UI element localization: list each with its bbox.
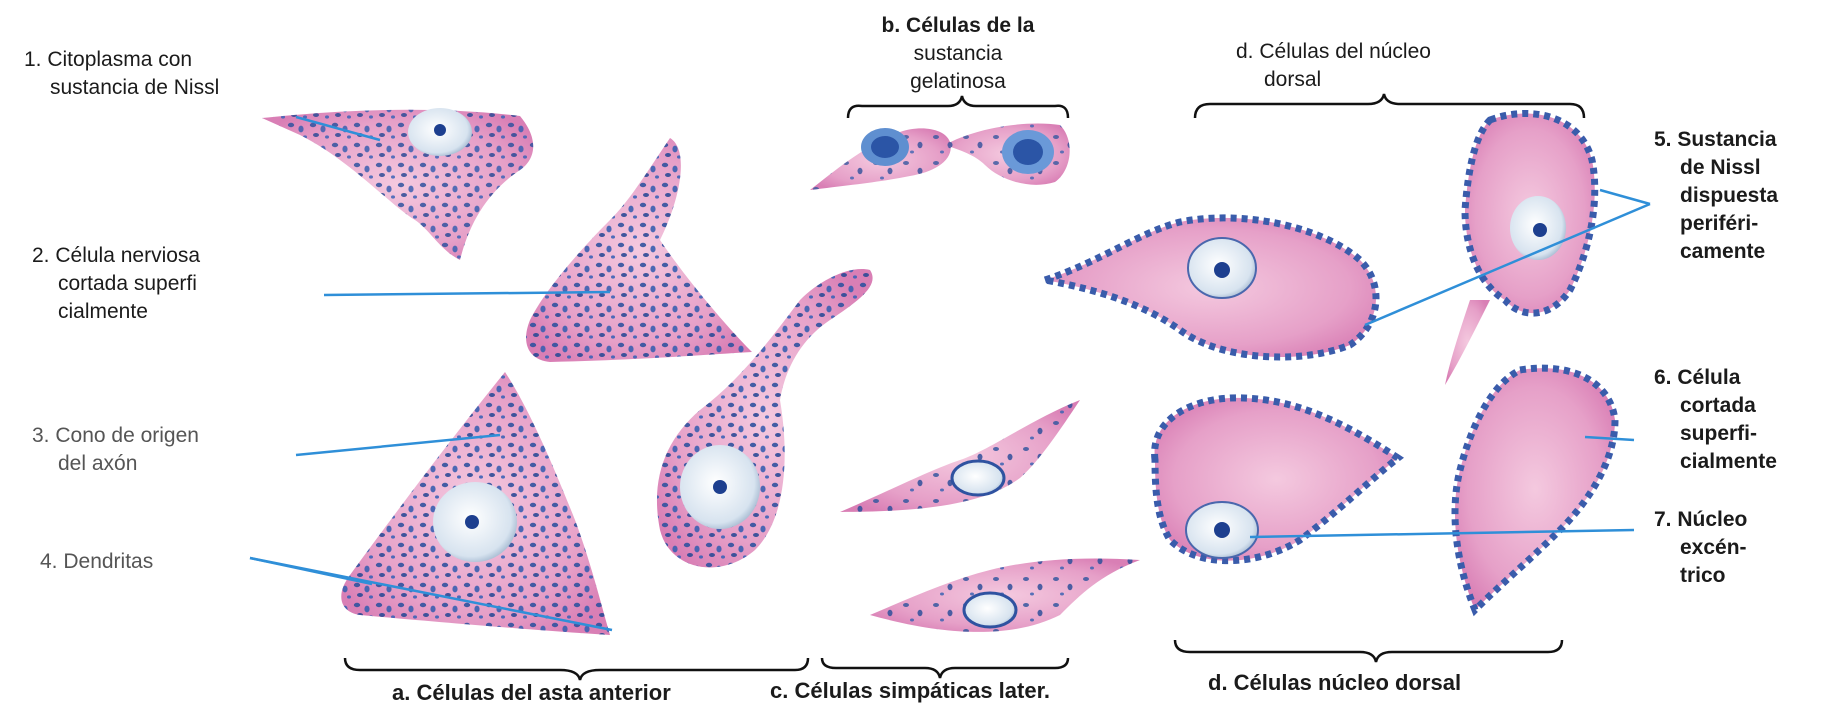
label-6-line2: cortada xyxy=(1654,392,1777,420)
label-cell-cut: 6. Célula cortada superfi- cialmente xyxy=(1654,364,1777,476)
label-axon-hillock: 3. Cono de origen del axón xyxy=(32,422,199,478)
bracket-b xyxy=(848,96,1068,118)
label-1-line2: sustancia de Nissl xyxy=(24,74,219,102)
label-6-line4: cialmente xyxy=(1654,448,1777,476)
label-4-line1: 4. Dendritas xyxy=(40,548,153,576)
label-7-line3: trico xyxy=(1654,562,1747,590)
label-d-top-line2: dorsal xyxy=(1236,66,1431,94)
cell-d4 xyxy=(1455,368,1615,610)
label-dendrites: 4. Dendritas xyxy=(40,548,153,576)
label-7-line1: 7. Núcleo xyxy=(1654,506,1747,534)
label-b-line1: b. Células de la xyxy=(848,12,1068,40)
label-2-line1: 2. Célula nerviosa xyxy=(32,242,200,270)
bracket-a xyxy=(345,658,808,680)
label-b-gelatinous: b. Células de la sustancia gelatinosa xyxy=(848,12,1068,96)
label-b-line3: gelatinosa xyxy=(848,68,1068,96)
label-6-line1: 6. Célula xyxy=(1654,364,1777,392)
label-2-line2: cortada superfi xyxy=(32,270,200,298)
label-eccentric-nucleus: 7. Núcleo excén- trico xyxy=(1654,506,1747,590)
cell-c2 xyxy=(870,558,1140,631)
caption-a-anterior-horn: a. Células del asta anterior xyxy=(392,680,671,706)
cell-a1 xyxy=(262,108,533,260)
bracket-c xyxy=(822,658,1068,678)
label-peripheral-nissl: 5. Sustancia de Nissl dispuesta periféri… xyxy=(1654,126,1778,266)
label-5-line3: dispuesta xyxy=(1654,182,1778,210)
bracket-d-bottom xyxy=(1175,640,1562,662)
label-5-line5: camente xyxy=(1654,238,1778,266)
label-d-dorsal-top: d. Células del núcleo dorsal xyxy=(1236,38,1431,94)
label-5-line4: periféri- xyxy=(1654,210,1778,238)
label-b-line2: sustancia xyxy=(848,40,1068,68)
cell-b2 xyxy=(945,124,1070,185)
label-1-line1: 1. Citoplasma con xyxy=(24,46,219,74)
label-nerve-cell-cut: 2. Célula nerviosa cortada superfi cialm… xyxy=(32,242,200,326)
caption-d-dorsal-nucleus: d. Células núcleo dorsal xyxy=(1208,670,1461,696)
label-2-line3: cialmente xyxy=(32,298,200,326)
label-3-line2: del axón xyxy=(32,450,199,478)
label-3-line1: 3. Cono de origen xyxy=(32,422,199,450)
caption-c-sympathetic: c. Células simpáticas later. xyxy=(770,678,1050,704)
cell-b1 xyxy=(810,128,951,190)
label-cytoplasm-nissl: 1. Citoplasma con sustancia de Nissl xyxy=(24,46,219,102)
cell-d1 xyxy=(1045,218,1376,357)
cell-a3 xyxy=(341,372,610,635)
cell-a2 xyxy=(526,138,752,362)
label-6-line3: superfi- xyxy=(1654,420,1777,448)
label-5-line2: de Nissl xyxy=(1654,154,1778,182)
cell-d2 xyxy=(1445,113,1595,385)
label-d-top-line1: d. Células del núcleo xyxy=(1236,38,1431,66)
label-7-line2: excén- xyxy=(1654,534,1747,562)
leader-5b xyxy=(1600,190,1650,204)
cell-c1 xyxy=(840,400,1080,512)
label-5-line1: 5. Sustancia xyxy=(1654,126,1778,154)
